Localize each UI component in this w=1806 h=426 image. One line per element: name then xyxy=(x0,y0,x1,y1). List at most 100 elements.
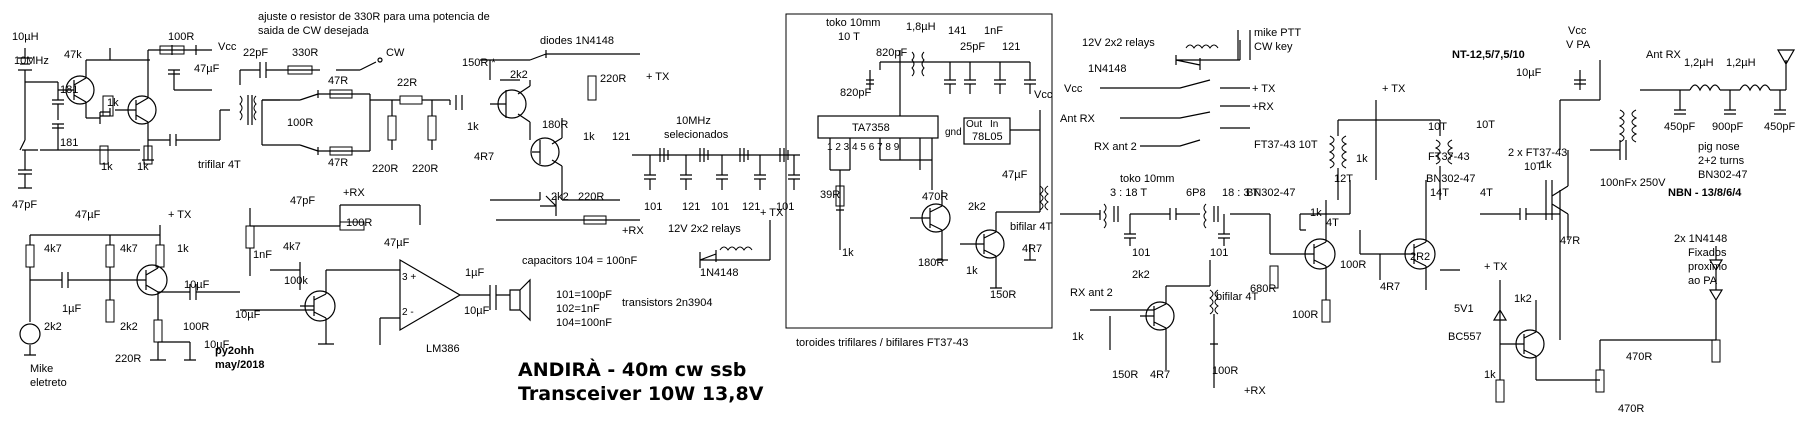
mix-r220d-label: 220R xyxy=(578,191,604,203)
drv-r680-body xyxy=(1269,265,1279,289)
mix-cw-path xyxy=(239,61,377,85)
osc-r100-body xyxy=(159,45,185,55)
filter-c5-label: 101 xyxy=(776,201,794,213)
pa-ferrite-label: NT-12,5/7,5/10 xyxy=(1452,49,1525,61)
drv-ratio: 18 : 3 T xyxy=(1222,187,1259,199)
relay-antrx: Ant RX xyxy=(1060,113,1096,125)
drv-rxant2: RX ant 2 xyxy=(1070,287,1113,299)
relay-plus-rx: +RX xyxy=(1252,101,1274,113)
mic-transistor xyxy=(136,264,168,296)
toko-c47uf-label: 47µF xyxy=(1002,169,1028,181)
ptt-label-1: mike PTT xyxy=(1254,27,1301,39)
mix-r2k2-label: 2k2 xyxy=(510,69,528,81)
mix-r330-label: 330R xyxy=(292,47,318,59)
pa-pignose-1: pig nose xyxy=(1698,141,1740,153)
toko-r4r7-label: 4R7 xyxy=(1022,243,1042,255)
mic-q-leads xyxy=(140,267,240,320)
mix-c121-label: 121 xyxy=(612,131,630,143)
core-label-9: BN302-47 xyxy=(1246,187,1296,199)
osc-vcc-label: Vcc xyxy=(218,41,237,53)
toko-q-leads xyxy=(910,190,1041,289)
mic-c1uf-label: 1µF xyxy=(62,303,81,315)
mic-emitter xyxy=(150,341,196,361)
aud-rail xyxy=(249,204,421,227)
osc-r1k-b-body xyxy=(99,145,109,165)
pa-bc557-label: BC557 xyxy=(1448,331,1482,343)
drv-r150-label: 150R xyxy=(1112,369,1138,381)
aud-c10uf-b-label: 10µF xyxy=(464,305,490,317)
mic-r1k-body xyxy=(155,244,165,268)
drv-r1k-label: 1k xyxy=(1072,331,1084,343)
pa-r1k-label: 1k xyxy=(1540,159,1552,171)
aud-r100-body xyxy=(339,221,365,231)
pa-bias-wiring xyxy=(1492,280,1600,381)
osc-c47uf-label: 47µF xyxy=(194,63,220,75)
drv-rx-bias xyxy=(1210,314,1218,388)
toko-toroids-note: toroides trifilares / bifilares FT37-43 xyxy=(796,337,968,349)
ta7358-label: TA7358 xyxy=(852,122,890,134)
pa-nbn-label: NBN - 13/8/6/4 xyxy=(1668,187,1742,199)
mic-base-wiring xyxy=(24,267,140,356)
mic-r100-body xyxy=(153,319,163,343)
pa-mosfet xyxy=(1545,140,1627,240)
toko-ic-leads xyxy=(829,110,1041,250)
relay-top-coil xyxy=(1185,44,1219,49)
filter-shunt-caps xyxy=(644,155,800,190)
relay-rxant2: RX ant 2 xyxy=(1094,141,1137,153)
toko-box-section: toko 10mm 10 T 1,8µH 820pF 141 1nF 820pF… xyxy=(785,13,1053,349)
pa-r470a-label: 470R xyxy=(1618,403,1644,415)
relay-top-diode: 1N4148 xyxy=(1088,63,1127,75)
ta7358-pins: 1 2 3 4 5 6 7 8 9 xyxy=(827,142,900,153)
pa-drive-wiring xyxy=(1337,60,1601,340)
filter-c2-label: 121 xyxy=(682,201,700,213)
title-line2: Transceiver 10W 13,8V xyxy=(518,383,764,405)
pa-r47-label: 47R xyxy=(1560,235,1580,247)
oscillator-section: 10µH 10MHz 47k 181 181 1k 1k 1k 47pF 100… xyxy=(12,31,237,211)
mix-cw-contact xyxy=(377,57,383,63)
core-label-10: 2 x FT37-43 xyxy=(1508,147,1567,159)
drv-bifilar-label: bifilar 4T xyxy=(1216,291,1258,303)
core-label-8: 4T xyxy=(1480,187,1493,199)
mic-r4k7a-body xyxy=(25,244,35,268)
pa-c450b-label: 450pF xyxy=(1764,121,1795,133)
mic-r220-label: 220R xyxy=(115,353,141,365)
osc-c47pf-label: 47pF xyxy=(12,199,37,211)
pa-r470b-label: 470R xyxy=(1626,351,1652,363)
osc-crystal-wiring xyxy=(18,48,140,151)
pa-c900-label: 900pF xyxy=(1712,121,1743,133)
pa-plus-tx-top: + TX xyxy=(1382,83,1406,95)
mix-r22-body xyxy=(399,95,423,105)
mix-transformer-lines xyxy=(247,95,280,145)
author-date: may/2018 xyxy=(215,359,265,371)
aud-r100k-label: 100k xyxy=(284,275,308,287)
toko-c1nf-label: 1nF xyxy=(984,25,1003,37)
toko-r2k2-label: 2k2 xyxy=(968,201,986,213)
mic-r100-label: 100R xyxy=(183,321,209,333)
drv-toko-2: 3 : 18 T xyxy=(1110,187,1147,199)
mix-r47b-label: 47R xyxy=(328,157,348,169)
osc-r1k-c-label: 1k xyxy=(137,161,149,173)
note-transistors: transistors 2n3904 xyxy=(622,297,713,309)
mix-amp-wiring xyxy=(480,50,640,221)
title-line1: ANDIRÀ - 40m cw ssb xyxy=(518,358,746,381)
osc-r1k-body xyxy=(102,95,114,117)
filter-label-1: 10MHz xyxy=(676,115,711,127)
core-label-12: 10T xyxy=(1524,161,1543,173)
mix-r47b-body xyxy=(329,146,353,156)
core-label-1: FT37-43 10T xyxy=(1254,139,1318,151)
mix-r220a-body xyxy=(387,115,397,141)
mic-r2k2a-label: 2k2 xyxy=(44,321,62,333)
drv-r100-label: 100R xyxy=(1212,365,1238,377)
osc-r1k-b-label: 1k xyxy=(101,161,113,173)
toko-bifilar-coil xyxy=(1039,185,1049,211)
osc-r1k-c-body xyxy=(143,145,153,165)
aud-r4k7-body xyxy=(245,225,255,249)
mic-r2k2b-label: 2k2 xyxy=(120,321,138,333)
mix-r220a-label: 220R xyxy=(372,163,398,175)
pa-lowpass-filter xyxy=(1640,49,1796,115)
aud-pin-3: 3 + xyxy=(402,272,416,283)
aud-lm386-body xyxy=(399,258,462,332)
pa-pignose-2: 2+2 turns xyxy=(1698,155,1745,167)
driver-section: toko 10mm 3 : 18 T 6P8 18 : 3 T 101 101 … xyxy=(1060,153,1460,397)
note-adjust-1: ajuste o resistor de 330R para uma poten… xyxy=(258,11,490,23)
